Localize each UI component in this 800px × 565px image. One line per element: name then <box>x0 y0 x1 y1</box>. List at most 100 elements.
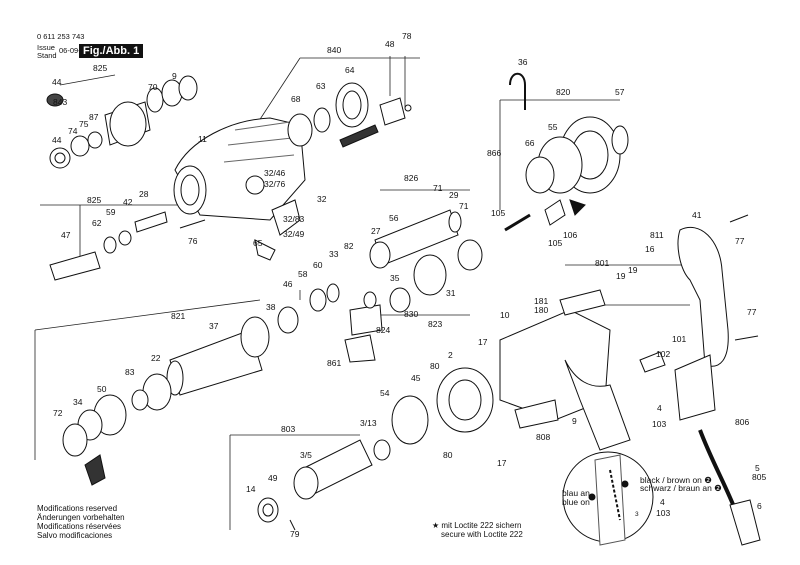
issue-date: 06-09-12 <box>59 46 90 55</box>
intermediate-flange <box>504 72 629 232</box>
footer-note-en: Modifications reserved <box>37 504 118 513</box>
callout-808: 808 <box>536 432 550 442</box>
callout-11: 11 <box>198 134 207 144</box>
part-number: 0 611 253 743 <box>37 32 85 41</box>
callout-823: 823 <box>428 319 442 329</box>
callout-106: 106 <box>563 230 577 240</box>
callout-5: 5 <box>755 463 760 473</box>
callout-824: 824 <box>376 325 390 335</box>
callout-32: 32 <box>317 194 327 204</box>
callout-50: 50 <box>97 384 107 394</box>
callout-105a: 105 <box>491 208 505 218</box>
callout-75: 75 <box>79 119 89 129</box>
callout-22: 22 <box>151 353 161 363</box>
callout-101: 101 <box>672 334 686 344</box>
callout-27: 27 <box>371 226 381 236</box>
callout-87: 87 <box>89 112 99 122</box>
callout-29: 29 <box>449 190 459 200</box>
callout-9a: 9 <box>172 71 177 81</box>
inset-103-label: 103 <box>656 508 670 518</box>
callout-2: 2 <box>448 350 453 360</box>
footer-note-es: Salvo modificaciones <box>37 531 113 540</box>
wiring-inset <box>562 451 654 546</box>
callout-17a: 17 <box>478 337 488 347</box>
callout-72: 72 <box>53 408 63 418</box>
callout-14: 14 <box>246 484 256 494</box>
callout-825b: 825 <box>87 195 101 205</box>
callout-6: 6 <box>757 501 762 511</box>
callout-181: 181 <box>534 296 548 306</box>
callout-66: 66 <box>525 138 535 148</box>
callout-80a: 80 <box>430 361 440 371</box>
callout-42: 42 <box>123 197 133 207</box>
inset-blau-label: blau an <box>562 488 590 498</box>
callout-49: 49 <box>268 473 278 483</box>
callout-840: 840 <box>327 45 341 55</box>
callout-806: 806 <box>735 417 749 427</box>
callout-803: 803 <box>281 424 295 434</box>
footer-note-de: Änderungen vorbehalten <box>37 513 125 522</box>
callout-34: 34 <box>73 397 83 407</box>
figure-label: Fig./Abb. 1 <box>79 44 144 58</box>
callout-59: 59 <box>106 207 116 217</box>
callout-45: 45 <box>411 373 421 383</box>
callout-3-13: 3/13 <box>360 418 377 428</box>
callout-63: 63 <box>316 81 326 91</box>
callout-811: 811 <box>650 230 664 240</box>
inset-4-label: 4 <box>660 497 665 507</box>
callout-805: 805 <box>752 472 766 482</box>
field-and-armature <box>257 367 494 531</box>
tool-holder-assembly <box>46 75 198 169</box>
callout-56: 56 <box>389 213 399 223</box>
leader-821 <box>34 299 261 331</box>
bearing-set <box>287 82 412 148</box>
callout-64: 64 <box>345 65 355 75</box>
callout-820: 820 <box>556 87 570 97</box>
callout-825a: 825 <box>93 63 107 73</box>
callout-10: 10 <box>500 310 510 320</box>
switch-and-cable <box>639 351 761 546</box>
callout-78: 78 <box>402 31 412 41</box>
callout-866: 866 <box>487 148 501 158</box>
callout-19a: 19 <box>616 271 626 281</box>
callout-32-76: 32/76 <box>264 179 286 189</box>
callout-19b: 19 <box>628 265 638 275</box>
callout-54: 54 <box>380 388 390 398</box>
callout-80b: 80 <box>443 450 453 460</box>
callout-47: 47 <box>61 230 71 240</box>
callout-77b: 77 <box>747 307 757 317</box>
callout-830: 830 <box>404 309 418 319</box>
stand-label: Stand <box>37 51 57 60</box>
callout-826: 826 <box>404 173 418 183</box>
inset-schwarz-label: schwarz / braun an ❷ <box>640 483 722 493</box>
callout-60: 60 <box>313 260 323 270</box>
callout-82: 82 <box>344 241 354 251</box>
callout-843: 843 <box>53 97 67 107</box>
inset-black-label: black / brown on ❷ <box>640 475 712 485</box>
callout-3: 3 <box>635 511 639 518</box>
callout-801: 801 <box>595 258 609 268</box>
callout-65: 65 <box>253 238 263 248</box>
callout-32-49: 32/49 <box>283 229 305 239</box>
callout-180: 180 <box>534 305 548 315</box>
hammer-tube <box>62 283 340 486</box>
callout-861: 861 <box>327 358 341 368</box>
callout-821: 821 <box>171 311 185 321</box>
callout-62: 62 <box>92 218 102 228</box>
callout-77a: 77 <box>735 236 745 246</box>
inset-blue-label: blue on <box>562 497 590 507</box>
percussion-assembly <box>344 209 483 363</box>
callout-74: 74 <box>68 126 78 136</box>
callout-76: 76 <box>188 236 198 246</box>
callout-4: 4 <box>657 403 662 413</box>
callout-103: 103 <box>652 419 666 429</box>
callout-70: 70 <box>148 82 158 92</box>
callout-9b: 9 <box>572 416 577 426</box>
callout-68: 68 <box>291 94 301 104</box>
callout-44b: 44 <box>52 135 62 145</box>
callout-71a: 71 <box>433 183 443 193</box>
gear-housing <box>173 117 306 221</box>
callout-36: 36 <box>518 57 528 67</box>
callout-57: 57 <box>615 87 625 97</box>
